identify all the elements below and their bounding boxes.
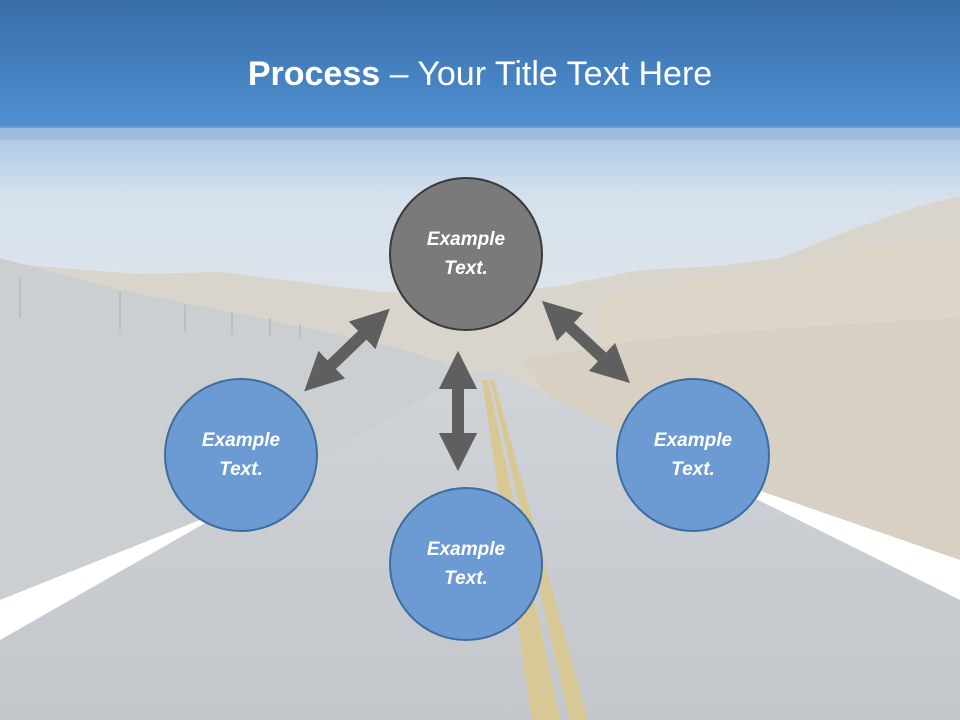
node-line2: Text. (444, 568, 488, 589)
node-line1: Example (426, 539, 506, 560)
double-arrow-right (541, 300, 631, 384)
node-line2: Text. (671, 459, 715, 480)
title-rest-part: – Your Title Text Here (380, 55, 713, 93)
node-line1: Example (653, 430, 733, 451)
node-line1: Example (426, 229, 506, 250)
slide-title: Process – Your Title Text Here (0, 52, 960, 96)
node-line1: Example (201, 430, 281, 451)
node-line2: Text. (219, 459, 263, 480)
node-line2: Text. (444, 258, 488, 279)
title-bold-part: Process (247, 55, 381, 93)
double-arrow-left (304, 308, 390, 392)
